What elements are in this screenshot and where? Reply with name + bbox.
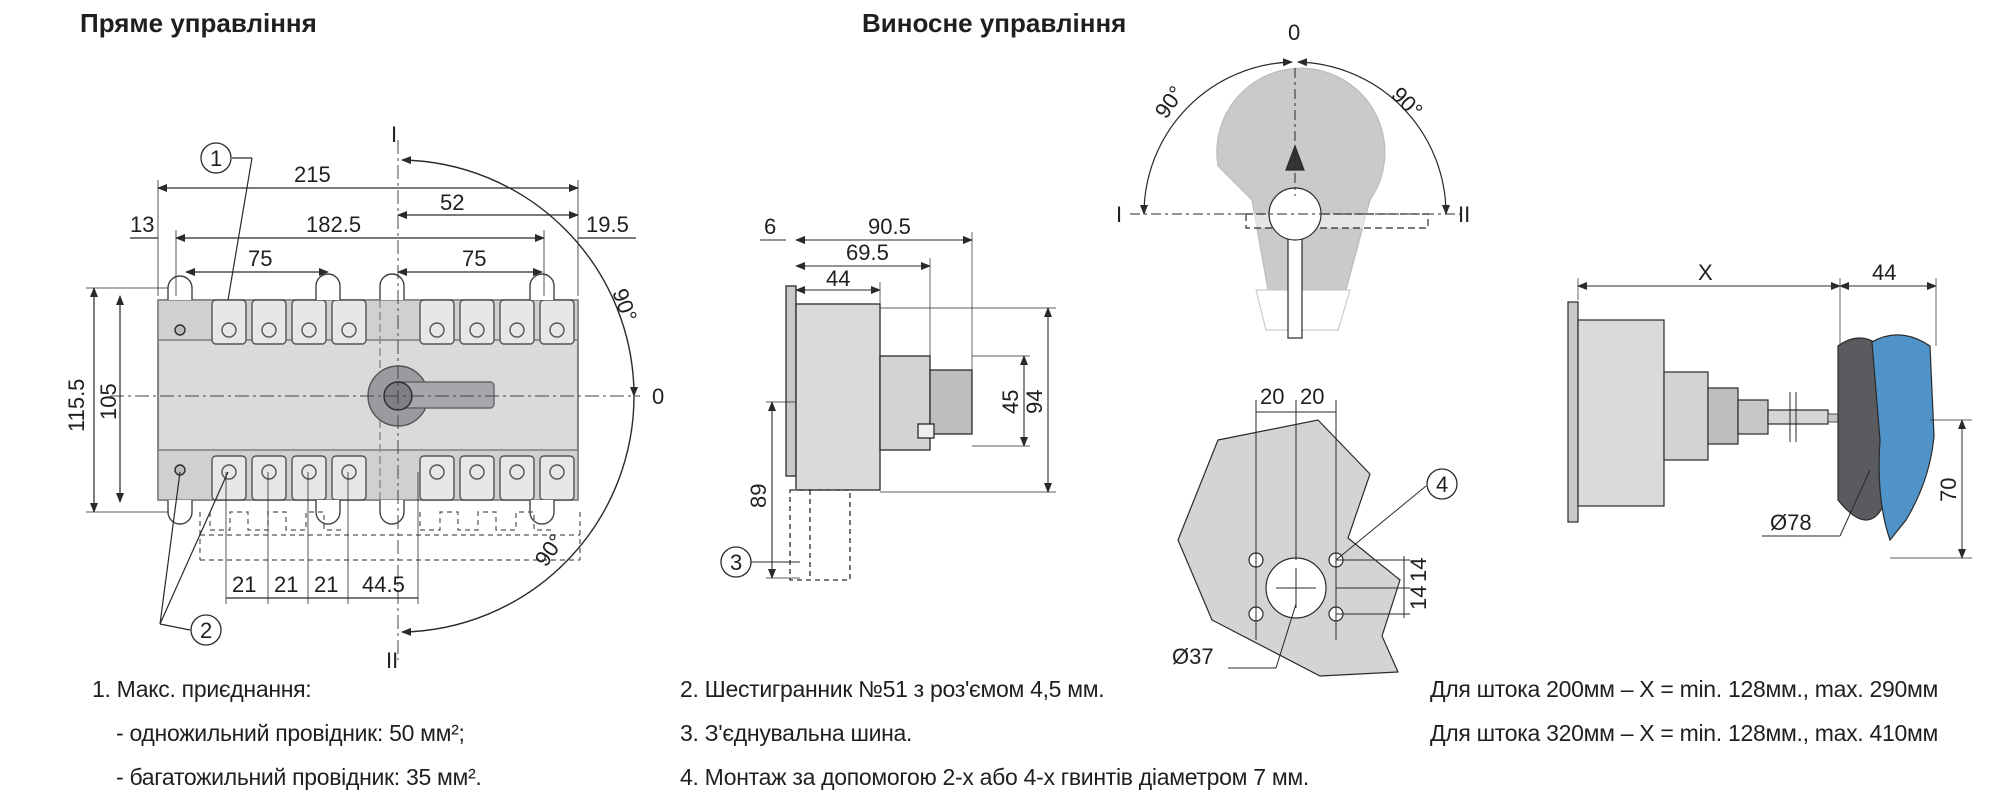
- heading-direct-control: Пряме управління: [80, 8, 317, 38]
- handle-angle-right: 90°: [1386, 82, 1427, 123]
- drill-dim-20-right: 20: [1300, 384, 1324, 409]
- note-3: 3. З'єднувальна шина.: [680, 720, 913, 746]
- dim-182-5: 182.5: [306, 212, 361, 237]
- dim-44-side: 44: [826, 266, 850, 291]
- callout-2-label: 2: [200, 618, 212, 643]
- note-rod-320: Для штока 320мм – X = min. 128мм., max. …: [1430, 720, 1938, 746]
- remote-side-view: [1567, 278, 1972, 559]
- dim-105: 105: [96, 383, 121, 420]
- dim-90-5: 90.5: [868, 214, 911, 239]
- note-rod-200: Для штока 200мм – X = min. 128мм., max. …: [1430, 676, 1938, 702]
- remote-dim-x: X: [1698, 260, 1713, 285]
- side-labels: 90.5 69.5 44 6 45 94 89 3: [730, 214, 1047, 575]
- dim-215: 215: [294, 162, 331, 187]
- dim-44-5: 44.5: [362, 572, 405, 597]
- dim-52: 52: [440, 190, 464, 215]
- angle-top: 90°: [607, 285, 642, 325]
- dim-21-c: 21: [314, 572, 338, 597]
- dim-75-left: 75: [248, 246, 272, 271]
- note-2: 2. Шестигранник №51 з роз'ємом 4,5 мм.: [680, 676, 1105, 702]
- handle-pos-i: I: [1116, 202, 1122, 227]
- dim-21-b: 21: [274, 572, 298, 597]
- note-1-b: - багатожильний провідник: 35 мм².: [116, 764, 482, 790]
- handle-view: [1130, 58, 1460, 339]
- callout-3-label: 3: [730, 550, 742, 575]
- callout-4: [1426, 468, 1458, 500]
- drill-dim-14-b: 14: [1406, 586, 1431, 610]
- remote-dim-44: 44: [1872, 260, 1896, 285]
- pos-i-top: I: [391, 122, 397, 147]
- drill-labels: 20 20 14 14 Ø37 4: [1172, 384, 1448, 669]
- pos-0-right: 0: [652, 384, 664, 409]
- dim-21-a: 21: [232, 572, 256, 597]
- dim-6: 6: [764, 214, 776, 239]
- callout-1: [200, 142, 232, 174]
- dim-94: 94: [1022, 390, 1047, 414]
- front-labels: I 0 II 90° 90° 215 52 13 182.5 19.5 75 7…: [64, 122, 664, 673]
- dim-19-5: 19.5: [586, 212, 629, 237]
- callout-3: [720, 546, 752, 578]
- callout-2: [190, 614, 222, 646]
- drill-template: [1177, 400, 1427, 677]
- dim-69-5: 69.5: [846, 240, 889, 265]
- drill-dim-37: Ø37: [1172, 644, 1214, 669]
- front-view: [110, 140, 640, 660]
- drill-dim-14-a: 14: [1406, 558, 1431, 582]
- drill-dim-20-left: 20: [1260, 384, 1284, 409]
- handle-angle-left: 90°: [1150, 81, 1190, 123]
- note-1-a: - одножильний провідник: 50 мм²;: [116, 720, 465, 746]
- handle-pos-ii: II: [1458, 202, 1470, 227]
- heading-remote-control: Виносне управління: [862, 8, 1127, 38]
- dim-89: 89: [746, 484, 771, 508]
- remote-dim-70: 70: [1936, 478, 1961, 502]
- pos-ii-bottom: II: [386, 648, 398, 673]
- dim-45: 45: [998, 390, 1023, 414]
- note-1-title: 1. Макс. приєднання:: [92, 676, 312, 702]
- front-dimensions: [86, 157, 636, 631]
- note-4: 4. Монтаж за допомогою 2-х або 4-х гвинт…: [680, 764, 1309, 790]
- remote-dim-78: Ø78: [1770, 510, 1812, 535]
- dim-13: 13: [130, 212, 154, 237]
- callout-4-label: 4: [1436, 472, 1448, 497]
- remote-labels: X 44 Ø78 70: [1698, 260, 1961, 535]
- callout-1-label: 1: [210, 146, 222, 171]
- side-view: [750, 232, 1056, 581]
- dim-75-right: 75: [462, 246, 486, 271]
- dim-115-5: 115.5: [64, 379, 89, 432]
- handle-pos-0: 0: [1288, 20, 1300, 45]
